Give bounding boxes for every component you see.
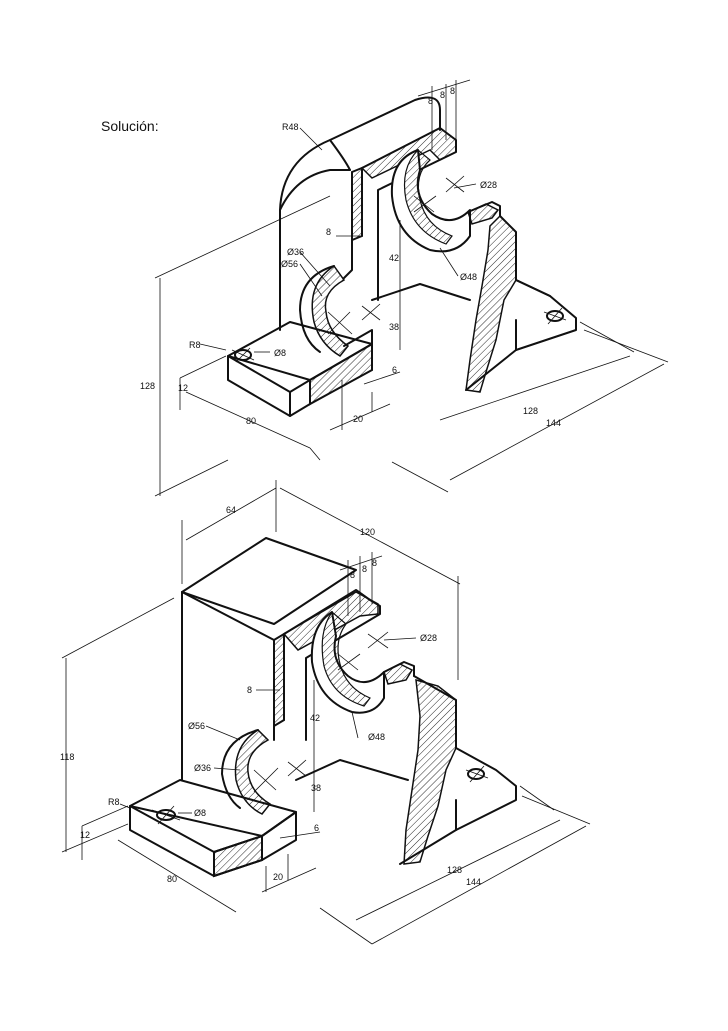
label-web-8: 8 — [247, 685, 252, 695]
label-thickness-b: 8 — [362, 564, 367, 574]
label-thickness-c: 8 — [372, 558, 377, 568]
bottom-upper-bearing — [310, 611, 415, 714]
top-right-base — [465, 214, 577, 393]
bottom-isometric-drawing: 64 120 8 8 8 Ø28 8 42 Ø56 Ø48 118 Ø36 38… — [60, 480, 591, 945]
label-thickness-b: 8 — [440, 90, 445, 100]
label-l128: 128 — [447, 865, 462, 875]
label-d36: Ø36 — [287, 247, 304, 257]
label-h42: 42 — [310, 713, 320, 723]
label-d28: Ø28 — [420, 633, 437, 643]
label-l144: 144 — [466, 877, 481, 887]
label-w64: 64 — [226, 505, 236, 515]
top-isometric-drawing: R48 8 8 8 Ø28 8 Ø36 Ø56 42 Ø48 38 R8 Ø8 … — [140, 79, 669, 497]
label-w20: 20 — [353, 414, 363, 424]
label-h12: 12 — [178, 383, 188, 393]
label-r8: R8 — [189, 340, 201, 350]
label-h42: 42 — [389, 253, 399, 263]
bottom-right-base — [399, 675, 517, 865]
label-thickness-c: 8 — [450, 86, 455, 96]
label-web-8: 8 — [326, 227, 331, 237]
label-w120: 120 — [360, 527, 375, 537]
label-l144: 144 — [546, 418, 561, 428]
bottom-dimension-lines — [61, 480, 591, 945]
label-d8: Ø8 — [274, 348, 286, 358]
label-d36: Ø36 — [194, 763, 211, 773]
top-dimension-lines — [154, 79, 669, 497]
top-upper-bearing — [390, 149, 501, 253]
top-dimension-labels: R48 8 8 8 Ø28 8 Ø36 Ø56 42 Ø48 38 R8 Ø8 … — [140, 86, 561, 428]
bottom-lower-bearing — [221, 729, 409, 815]
label-d48: Ø48 — [460, 272, 477, 282]
label-w6: 6 — [314, 823, 319, 833]
label-h118: 118 — [60, 752, 74, 762]
label-d28: Ø28 — [480, 180, 497, 190]
top-lower-bearing — [299, 264, 471, 357]
label-w80: 80 — [167, 874, 177, 884]
bottom-left-base — [129, 779, 297, 878]
label-r48: R48 — [282, 122, 299, 132]
label-thickness-a: 8 — [428, 96, 433, 106]
label-h38: 38 — [389, 322, 399, 332]
label-l128: 128 — [523, 406, 538, 416]
label-thickness-a: 8 — [350, 570, 355, 580]
top-column — [279, 96, 457, 331]
bottom-dimension-labels: 64 120 8 8 8 Ø28 8 42 Ø56 Ø48 118 Ø36 38… — [60, 505, 481, 887]
solution-title: Solución: — [101, 118, 159, 134]
top-left-base — [227, 321, 373, 417]
label-r8: R8 — [108, 797, 120, 807]
label-d56: Ø56 — [188, 721, 205, 731]
label-h38: 38 — [311, 783, 321, 793]
label-w6: 6 — [392, 365, 397, 375]
label-w80: 80 — [246, 416, 256, 426]
label-h128: 128 — [140, 381, 155, 391]
label-w20: 20 — [273, 872, 283, 882]
label-d56: Ø56 — [281, 259, 298, 269]
label-h12: 12 — [80, 830, 90, 840]
label-d48: Ø48 — [368, 732, 385, 742]
label-d8: Ø8 — [194, 808, 206, 818]
